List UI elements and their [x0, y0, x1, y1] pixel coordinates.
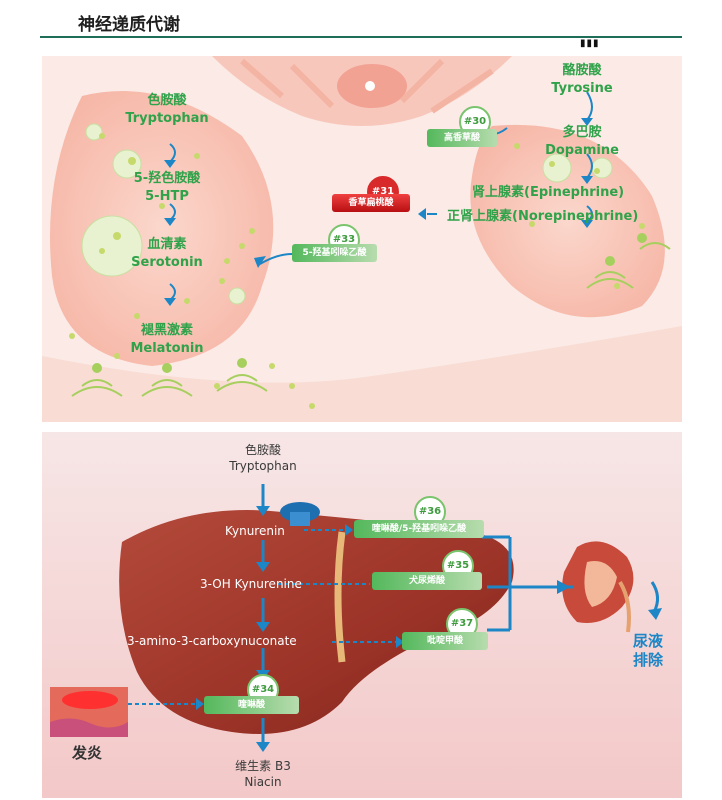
marker-30-badge: 高香草酸	[427, 129, 497, 147]
liver-illustration	[42, 432, 682, 798]
marker-35-badge: 犬尿烯酸	[372, 572, 482, 590]
neuron-illustration	[42, 56, 682, 422]
oh-kynurenine-label: 3-OH Kynurenine	[200, 577, 302, 591]
marker-31-badge: 香草扁桃酸	[332, 194, 410, 212]
marker-36-badge: 喹啉酸/5-羟基吲哚乙酸	[354, 520, 484, 538]
epinephrine-label: 肾上腺素(Epinephrine)	[472, 185, 625, 200]
corner-marks: ▮▮▮	[580, 38, 600, 49]
marker-33-badge: 5-羟基吲哚乙酸	[292, 244, 377, 262]
urine-excretion-label: 尿液排除	[632, 632, 663, 669]
marker-37-badge: 吡啶甲酸	[402, 632, 488, 650]
marker-34-badge: 喹啉酸	[204, 696, 299, 714]
header-divider	[40, 36, 682, 38]
norepinephrine-label: 正肾上腺素(Norepinephrine)	[447, 209, 639, 224]
carboxynuconate-label: 3-amino-3-carboxynuconate	[127, 634, 297, 648]
kynurenin-label: Kynurenin	[225, 524, 285, 538]
page-title: 神经递质代谢	[78, 15, 180, 35]
inflammation-label: 发炎	[72, 744, 103, 762]
